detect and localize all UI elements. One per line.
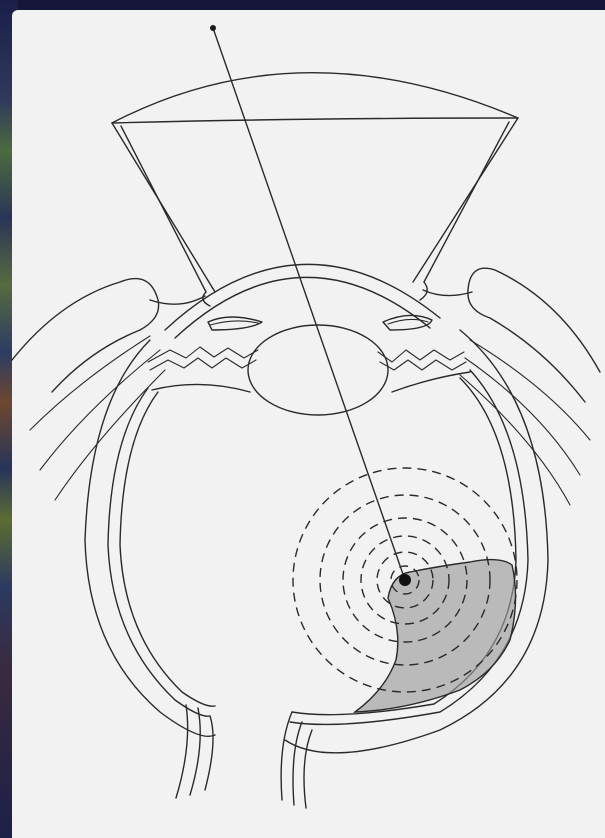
eye-globe: [85, 330, 548, 753]
iris: [208, 315, 432, 330]
cornea: [165, 264, 440, 338]
left-orbit-lines: [30, 336, 165, 500]
optic-nerve: [176, 705, 312, 808]
probe-line: [213, 28, 405, 580]
ciliary-body: [148, 347, 466, 370]
upper-right-eyelid: [423, 268, 600, 402]
upper-left-eyelid: [12, 279, 205, 392]
retina-edge: [152, 372, 470, 392]
crystalline-lens: [248, 325, 388, 415]
probe-origin-dot: [210, 25, 216, 31]
contact-lens: [112, 73, 518, 123]
focal-point-dot: [399, 574, 411, 586]
